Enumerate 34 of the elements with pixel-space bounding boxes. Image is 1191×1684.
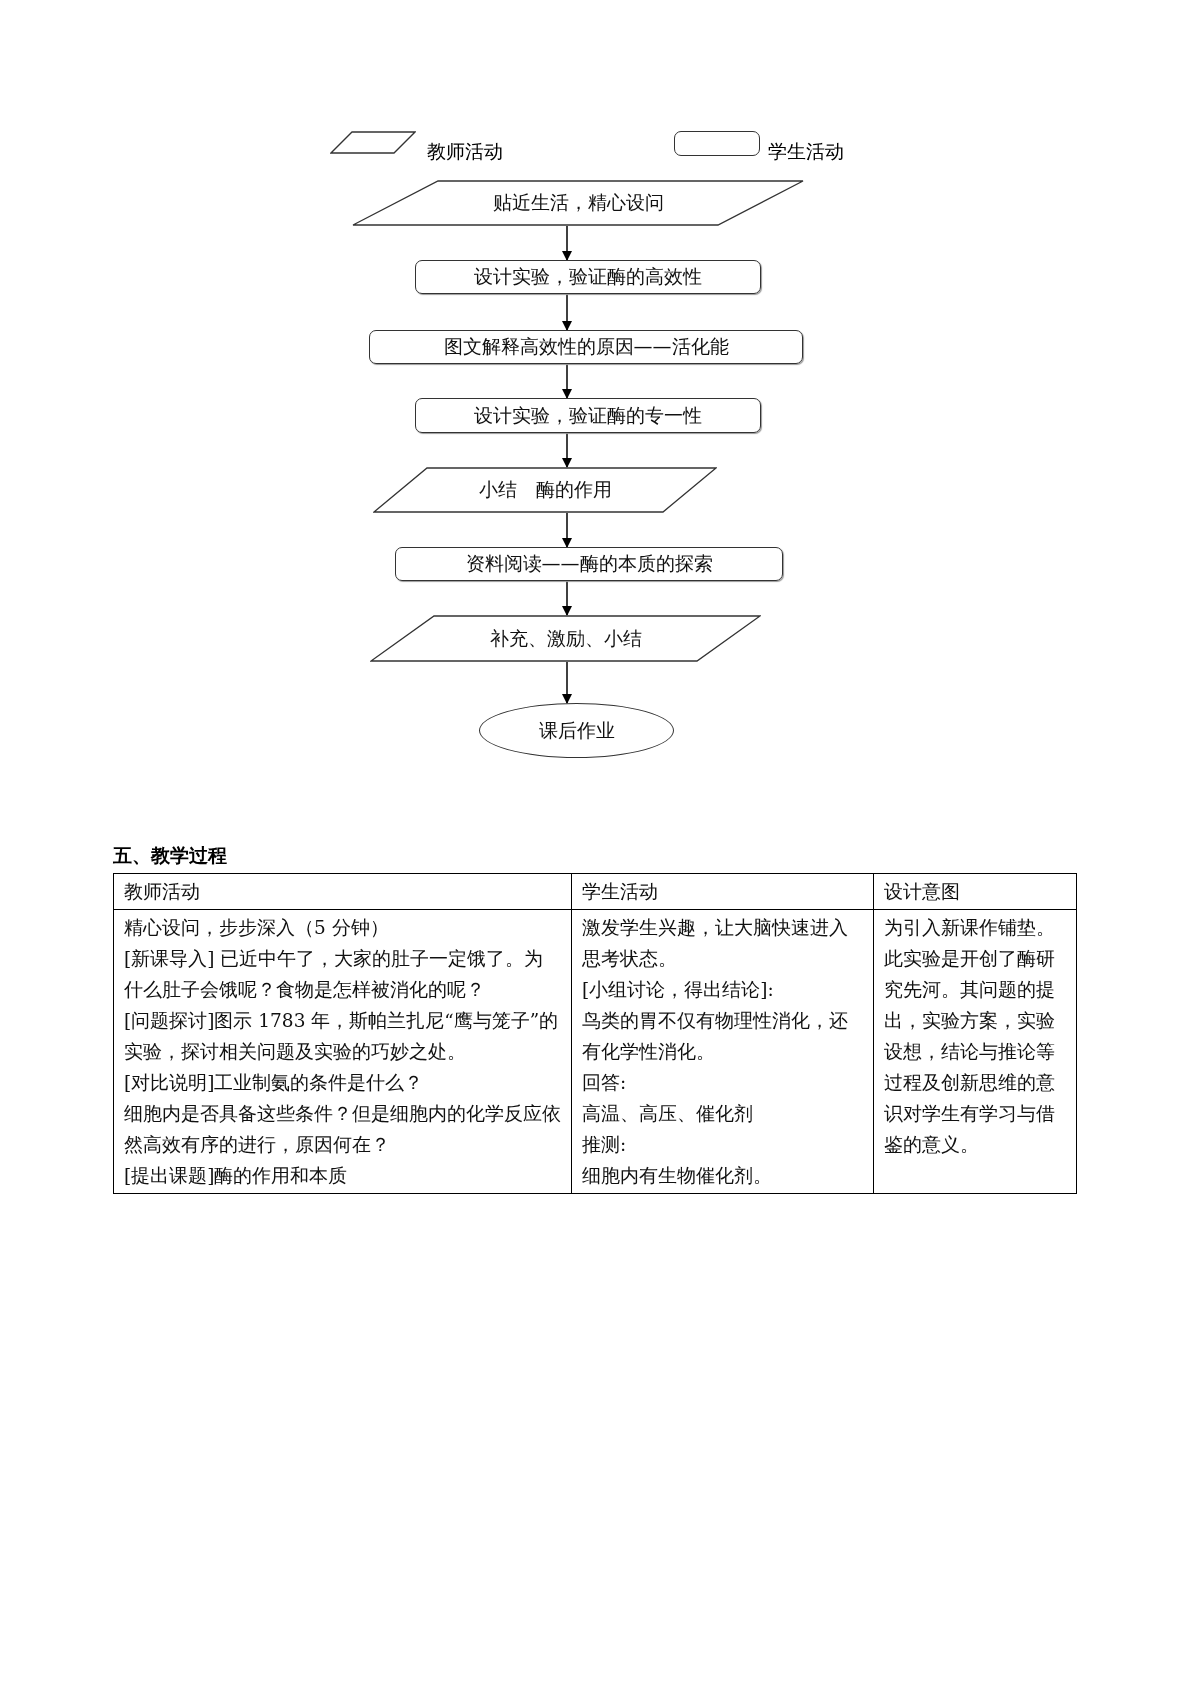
arrow (562, 363, 572, 399)
rounded-box: 图文解释高效性的原因——活化能 (369, 330, 803, 364)
cell-text: 为引入新课作铺垫。此实验是开创了酶研究先河。其问题的提出，实验方案，实验设想，结论与推论等过程及创新思维的意识对学生有学习与借鉴的意义。 (883, 916, 1056, 1157)
section-heading: 五、教学过程 (113, 843, 227, 868)
parallelogram-box: 贴近生活，精心设问 (352, 180, 804, 226)
cell-text: 推测: (582, 1133, 628, 1157)
rounded-box: 资料阅读——酶的本质的探索 (395, 547, 783, 581)
arrow (562, 225, 572, 261)
cell-text: 回答: (582, 1071, 628, 1095)
cell-text: 高温、高压、催化剂 (582, 1102, 754, 1126)
cell-text: 细胞内有生物催化剂。 (582, 1164, 773, 1188)
arrow (562, 512, 572, 548)
cell-text: 精心设问，步步深入（5 分钟） (124, 916, 390, 940)
cell-text: 鸟类的胃不仅有物理性消化，还有化学性消化。 (582, 1009, 849, 1064)
rounded-box: 设计实验，验证酶的专一性 (415, 398, 761, 433)
cell-text: [小组讨论，得出结论]: (582, 978, 775, 1002)
arrow (562, 293, 572, 331)
cell-text: [对比说明]工业制氨的条件是什么？ (124, 1071, 425, 1095)
cell-text: [新课导入] 已近中午了，大家的肚子一定饿了。为什么肚子会饿呢？食物是怎样被消化的呢？ (124, 947, 545, 1002)
legend-label: 教师活动 (427, 139, 503, 164)
cell-text: [问题探讨]图示 1783 年，斯帕兰扎尼“鹰与笼子”的实验，探讨相关问题及实验的巧妙之处。 (124, 1009, 560, 1064)
cell-text: 细胞内是否具备这些条件？但是细胞内的化学反应依然高效有序的进行，原因何在？ (124, 1102, 561, 1157)
arrow (562, 432, 572, 468)
column-header: 学生活动 (582, 880, 659, 904)
column-header: 教师活动 (124, 880, 201, 904)
arrow (562, 661, 572, 704)
legend-label: 学生活动 (768, 139, 844, 164)
cell-text: 激发学生兴趣，让大脑快速进入思考状态。 (582, 916, 849, 971)
cell-text: [提出课题]酶的作用和本质 (124, 1164, 349, 1188)
arrow (562, 580, 572, 616)
parallelogram-box: 补充、激励、小结 (370, 615, 761, 662)
rounded-box: 设计实验，验证酶的高效性 (415, 260, 761, 294)
parallelogram-box: 小结 酶的作用 (373, 467, 717, 513)
column-header: 设计意图 (883, 880, 961, 904)
